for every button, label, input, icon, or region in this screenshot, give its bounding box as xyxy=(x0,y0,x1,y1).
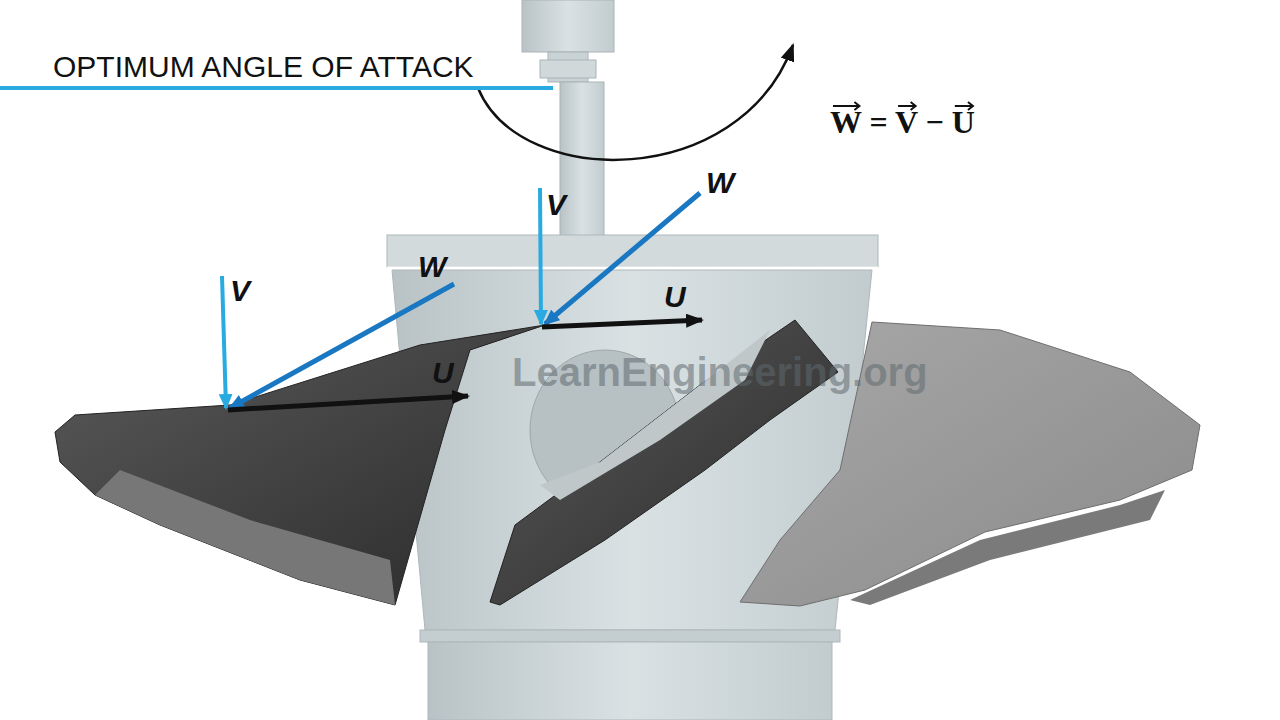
vector-formula: W = V − U xyxy=(830,104,975,141)
watermark: LearnEngineering.org xyxy=(512,350,928,395)
velocity-label: U xyxy=(664,280,686,314)
velocity-label: U xyxy=(432,356,454,390)
velocity-label: W xyxy=(706,166,734,200)
velocity-label: W xyxy=(418,250,446,284)
velocity-label: V xyxy=(546,188,566,222)
velocity-label: V xyxy=(230,274,250,308)
diagram-title: OPTIMUM ANGLE OF ATTACK xyxy=(53,50,474,84)
